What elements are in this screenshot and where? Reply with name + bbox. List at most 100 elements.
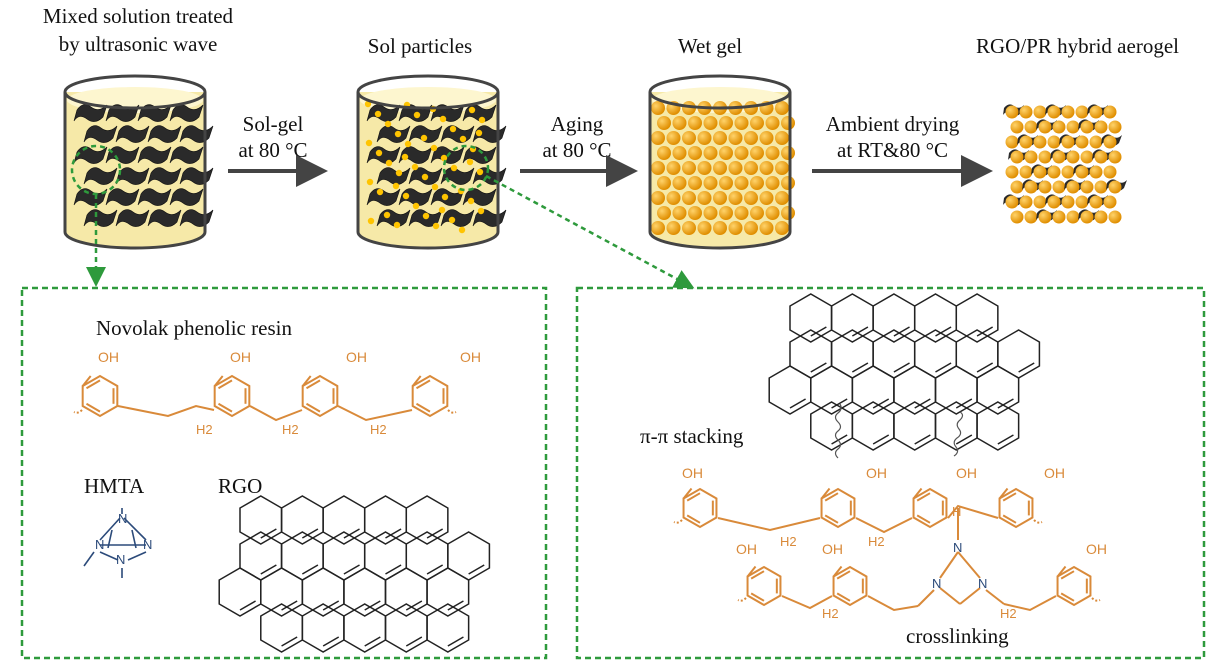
graphene-ring — [810, 365, 854, 415]
graphene-ring — [872, 293, 916, 343]
graphene-flake — [408, 125, 443, 143]
beakers — [63, 74, 795, 250]
aerogel-particle — [1019, 135, 1033, 149]
gel-particle — [765, 206, 780, 220]
aerogel-particle — [1075, 135, 1089, 149]
n-atom: N — [118, 511, 127, 526]
aerogel-particle — [1038, 120, 1052, 134]
gel-particle — [765, 176, 780, 190]
sol-particle — [478, 116, 486, 124]
sol-particle — [422, 212, 430, 220]
n-atom: N — [116, 552, 125, 567]
graphene-ring — [768, 365, 812, 415]
aerogel-particle — [1038, 150, 1052, 164]
sol-particle — [401, 153, 409, 161]
graphene-ring — [343, 603, 387, 653]
benzene-ring — [746, 565, 782, 607]
graphene-ring — [260, 603, 304, 653]
benzene-ring — [832, 565, 868, 607]
gel-particle — [657, 206, 671, 220]
gel-particle — [734, 146, 749, 160]
zoom-connector-right — [485, 174, 695, 289]
graphene-ring — [955, 329, 999, 379]
graphene-ring — [789, 329, 833, 379]
aerogel-particle — [1103, 105, 1117, 119]
benzene-ring — [998, 487, 1034, 529]
gel-particle — [688, 116, 702, 130]
h2-label: H2 — [780, 534, 797, 549]
oh-label: OH — [1086, 541, 1107, 557]
gel-particle — [728, 131, 743, 145]
graphene-ring — [280, 495, 324, 545]
sol-particle — [411, 163, 419, 171]
sol-particle — [404, 140, 412, 148]
sol-particle — [365, 139, 373, 147]
graphene-flake — [137, 146, 172, 164]
sol-particle — [385, 159, 393, 167]
graphene-flake — [147, 209, 182, 227]
benzene-ring — [213, 374, 251, 418]
graphene-ring — [260, 567, 304, 617]
aerogel-particle — [1075, 105, 1089, 119]
gel-particle — [657, 146, 671, 160]
aerogel-particle — [1094, 120, 1108, 134]
graphene-ring — [239, 495, 283, 545]
graphene-ring — [830, 329, 874, 379]
graphene-ring — [363, 531, 408, 581]
aerogel-particle — [1052, 150, 1066, 164]
gel-particle — [744, 191, 758, 205]
graphene-ring — [810, 401, 854, 451]
gel-particle — [713, 131, 727, 145]
sol-particle — [383, 211, 391, 219]
graphene-flake — [169, 188, 204, 206]
step1-label-line1: Sol-gel — [242, 112, 304, 136]
stage1-label-line1: Mixed solution treated — [42, 4, 234, 28]
sol-particle — [374, 110, 382, 118]
aerogel-particle — [1024, 180, 1038, 194]
aerogel-particle — [1024, 120, 1038, 134]
novolak-chain-upper — [673, 487, 1043, 534]
graphene-ring — [955, 293, 999, 343]
gel-particle — [682, 221, 696, 235]
gel-particle — [744, 131, 758, 145]
gel-particle — [666, 131, 681, 145]
gel-particle — [759, 221, 774, 235]
sol-particle — [440, 154, 448, 162]
h2-label: H2 — [282, 422, 299, 437]
graphene-flake — [115, 125, 150, 143]
gel-particle — [703, 146, 718, 160]
aerogel-particle — [1047, 165, 1061, 179]
sol-particle — [384, 120, 392, 128]
aerogel-particle — [1066, 210, 1080, 224]
graphene-ring — [893, 365, 937, 415]
aerogel-particle — [1080, 210, 1094, 224]
graphene-ring — [405, 531, 449, 581]
sol-particle — [402, 192, 410, 200]
graphene-flake — [105, 104, 140, 122]
aerogel-particle — [1047, 105, 1061, 119]
gel-particle — [744, 161, 758, 175]
stacking-label: π-π stacking — [640, 424, 744, 448]
aerogel-particle — [1005, 195, 1019, 209]
aerogel-particle — [1080, 150, 1094, 164]
h2-label: H2 — [822, 606, 839, 621]
sol-particle — [439, 115, 447, 123]
sol-particle — [367, 217, 375, 225]
h2-label: H2 — [370, 422, 387, 437]
gel-particle — [728, 161, 743, 175]
graphene-flake — [105, 146, 140, 164]
aerogel-particle — [1061, 165, 1075, 179]
graphene-flake — [73, 188, 108, 206]
sol-particle — [421, 173, 429, 181]
gel-particle — [781, 176, 795, 190]
graphene-ring — [322, 495, 366, 545]
graphene-ring — [934, 365, 978, 415]
pi-stacking-link-1 — [834, 403, 842, 459]
gel-particle — [765, 116, 780, 130]
benzene-ring — [682, 487, 718, 529]
graphene-ring — [301, 567, 345, 617]
gel-particle — [697, 161, 712, 175]
sol-particle — [477, 207, 485, 215]
gel-particle — [651, 191, 665, 205]
graphene-flake — [366, 146, 401, 164]
